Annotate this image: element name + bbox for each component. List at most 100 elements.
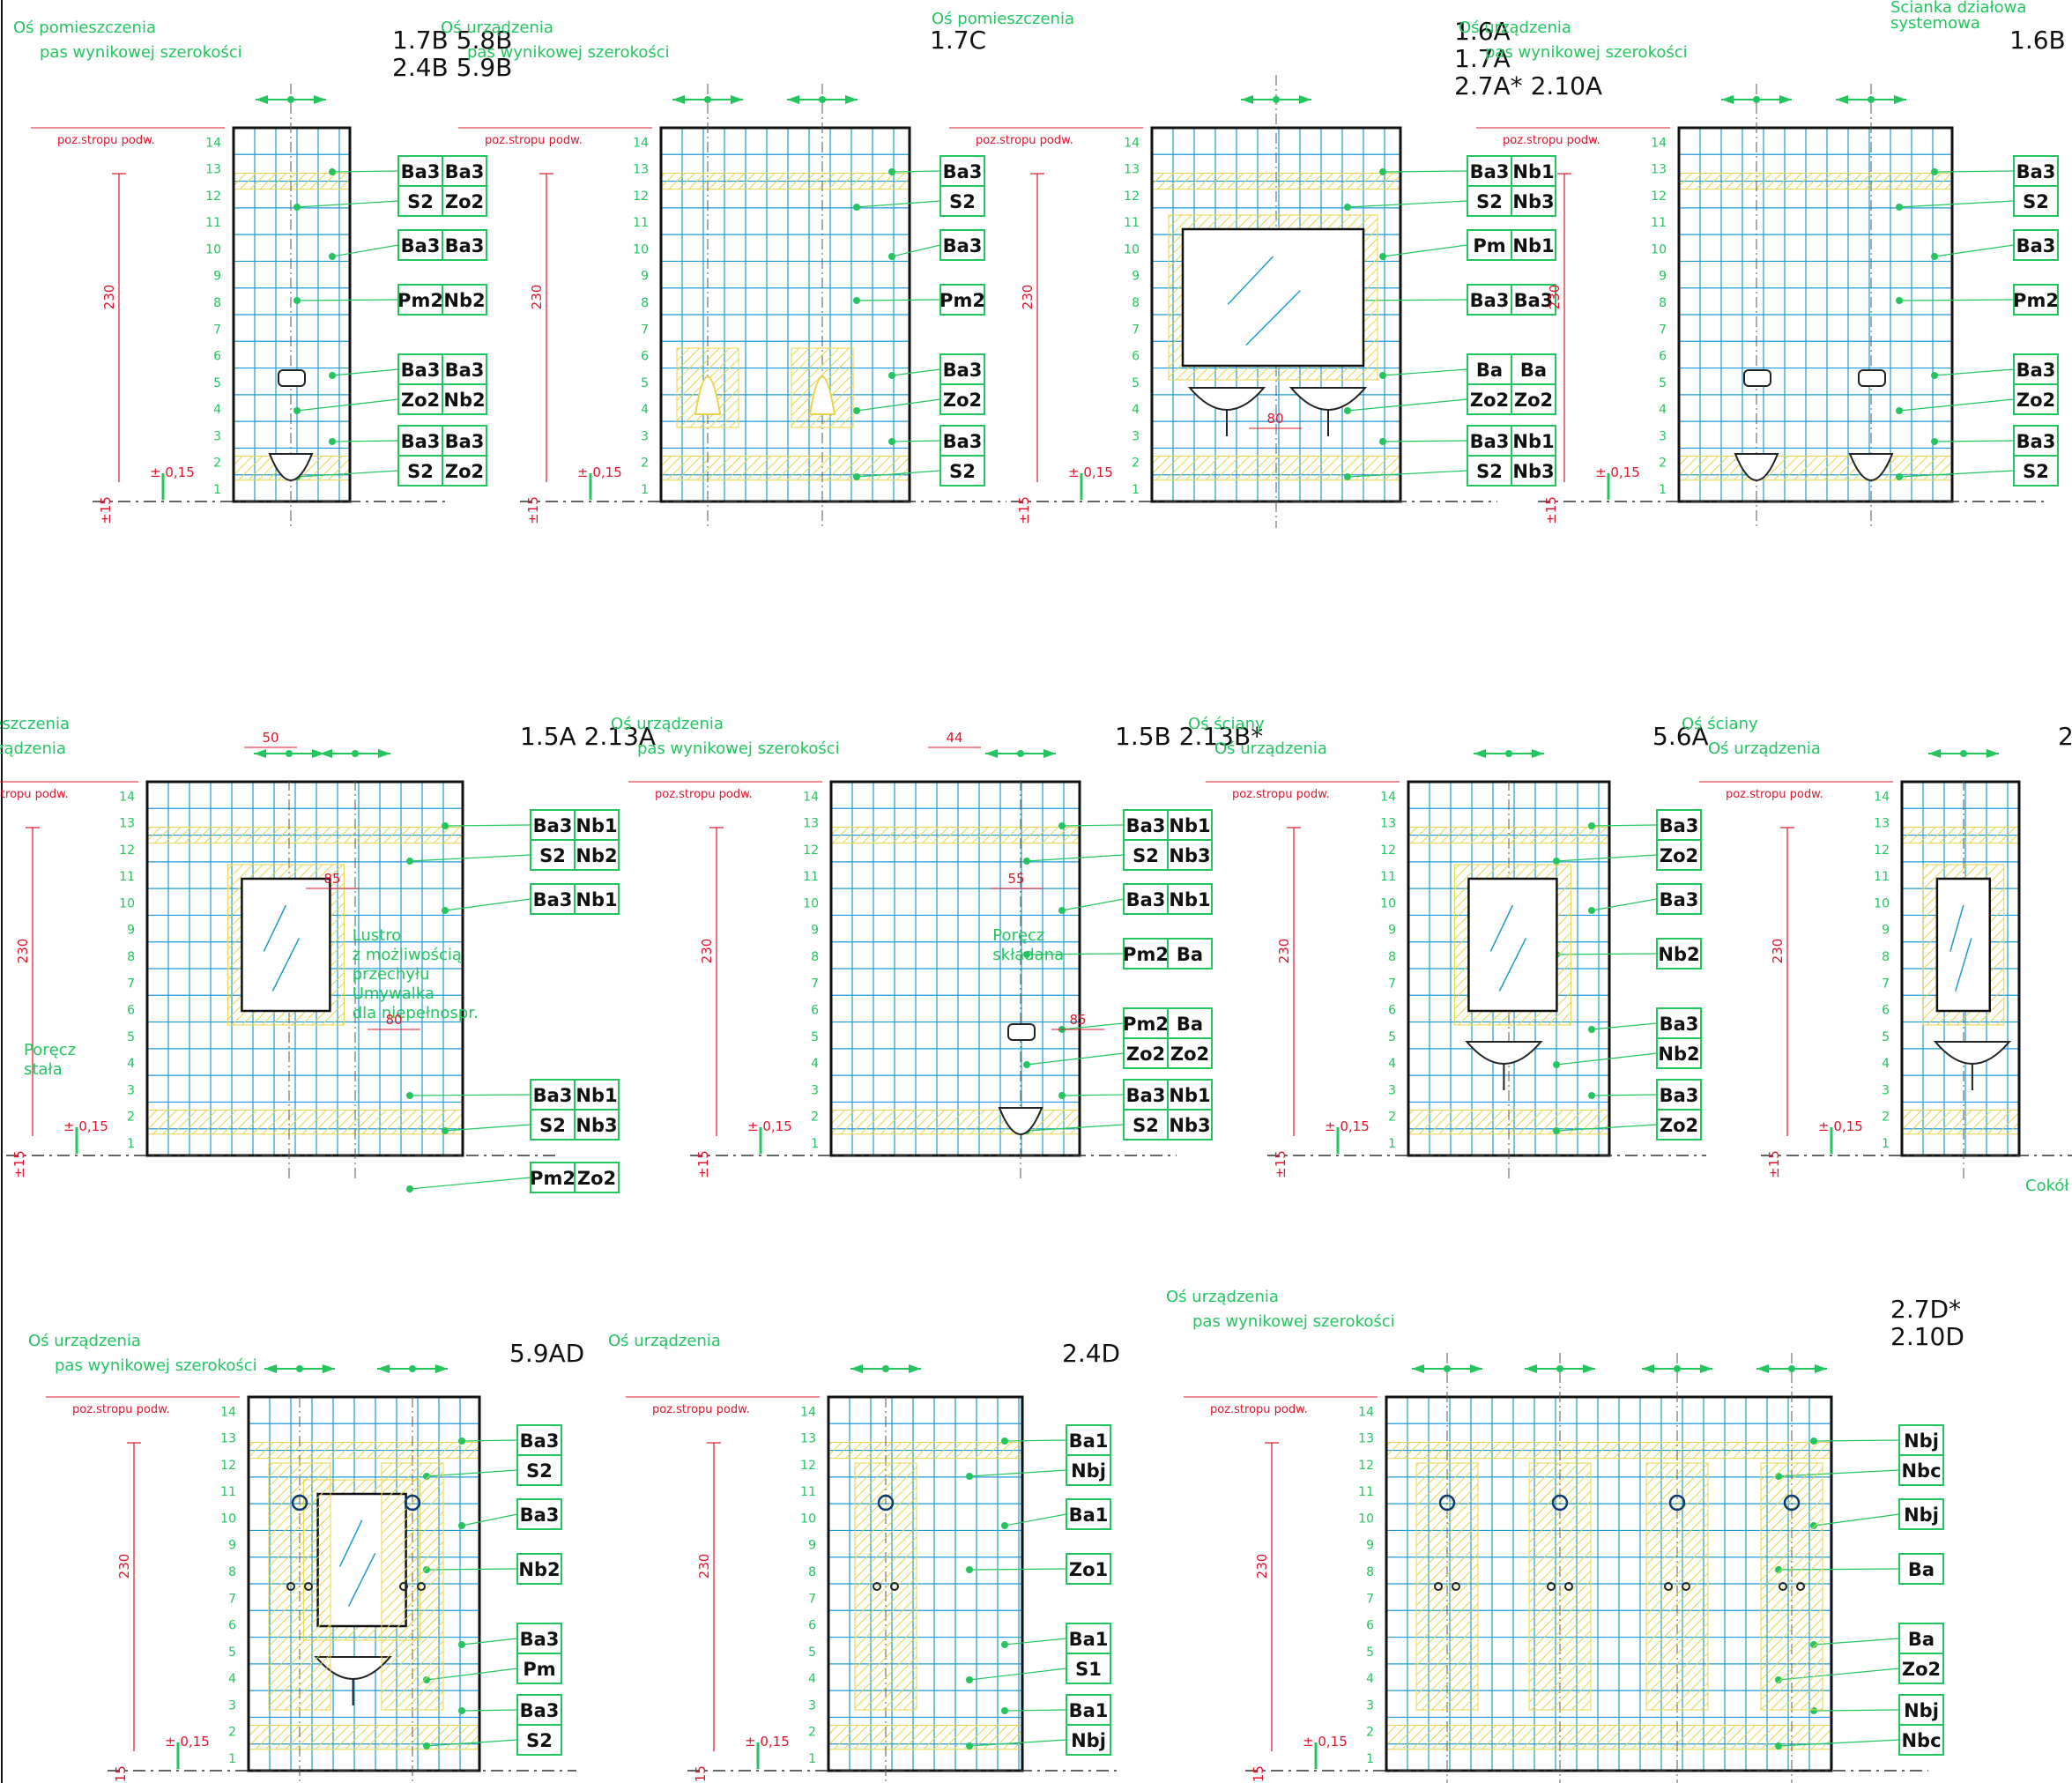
ruler-number: 4 [1388,1057,1396,1071]
arrow-head [1721,95,1734,104]
tag-code: S2 [1476,191,1503,212]
leader-dot [853,407,860,414]
leader-dot [442,822,449,829]
decor-strip-top [830,826,1081,844]
shower-head-icon [291,1494,308,1512]
axis-dot [352,750,359,757]
mirror [1935,877,1991,1013]
ruler-number: 2 [1132,457,1140,471]
leader-dot [1588,1026,1595,1033]
ruler-number: 5 [228,1646,236,1660]
panel-title: 2.4B 5.9B [392,53,512,82]
ruler-number: 6 [228,1619,236,1633]
tag-code: Ba [1177,944,1203,965]
shower-tile-area [268,1462,331,1711]
ruler-number: 14 [220,1405,236,1419]
tag-box [516,1553,562,1585]
leader-dot [888,168,895,175]
tag-box [1066,1553,1111,1585]
leader-dot [1896,297,1903,304]
ruler-number: 10 [1358,1512,1374,1526]
ruler-number: 12 [1874,843,1890,858]
tag-code: Nb1 [576,889,617,910]
leader-line [1934,244,2015,257]
arrow-head [378,749,390,758]
ruler-number: 1 [127,1137,135,1151]
leader-dot [1344,407,1351,414]
ruler-number: 5 [127,1030,135,1044]
panel-title: 2.4D [1062,1339,1120,1368]
tag-code: Ba1 [1069,1700,1109,1721]
green-label: pas wynikowej szerokości [55,1356,257,1375]
ruler-number: 1 [1659,483,1667,497]
axis-dot [704,96,711,103]
leader-line [1934,368,2015,376]
leader-dot [458,1641,465,1648]
mirror-glint [271,938,301,992]
leader-line [1556,953,1658,955]
leader-dot [1379,438,1386,445]
green-label: Cokół [2025,1177,2069,1195]
tag-code: Ba3 [1660,1014,1699,1035]
ruler-number: 1 [1132,483,1140,497]
leader-line [1026,854,1125,862]
leader-line [1556,1124,1658,1132]
tag-box [1656,938,1702,970]
ruler-number: 8 [1366,1565,1374,1579]
tag-code: Ba3 [1470,290,1510,311]
tag-code: Zo2 [577,1168,616,1189]
leader-dot [1058,1092,1066,1099]
tag-code: Ba1 [1069,1430,1109,1452]
ruler-number: 4 [808,1672,816,1686]
tag-code: Ba3 [533,815,573,836]
ruler-number: 14 [800,1405,816,1419]
leader-line [1778,1739,1900,1747]
leader-line [426,1739,518,1747]
ruler-number: 5 [1659,376,1667,390]
ruler-number: 1 [1388,1137,1396,1151]
toilet-icon [1734,453,1779,481]
ruler-number: 7 [228,1592,236,1606]
arrow-head [845,95,858,104]
ruler-number: 5 [811,1030,819,1044]
valve-icon [399,1582,408,1591]
ruler-number: 6 [641,350,649,364]
arrow-head [909,1364,921,1373]
axis-dot [1017,750,1024,757]
tag-code: S2 [2023,191,2049,212]
valve-icon [1452,1582,1460,1591]
leader-line [444,1124,531,1132]
ruler-number: 14 [1358,1405,1374,1419]
shower-head-icon [1438,1494,1456,1512]
ruler-number: 6 [1132,350,1140,364]
dim-value: 85 [323,871,340,887]
leader-dot [329,372,336,379]
ruler-number: 3 [808,1698,816,1712]
leader-dot [1001,1522,1008,1529]
ruler-number: 9 [1882,924,1890,938]
ruler-number: 2 [213,457,221,471]
tag-code: S2 [1133,845,1159,866]
leader-dot [1058,822,1066,829]
tag-code: Zo2 [1660,845,1698,866]
ruler-number: 4 [1882,1057,1890,1071]
arrow-head [787,95,799,104]
leader-dot [853,297,860,304]
valve-icon [1564,1582,1573,1591]
tag-code: Nb1 [1512,431,1554,452]
ruler-number: 13 [205,163,221,177]
ruler-number: 8 [641,296,649,310]
arrow-head [1532,749,1544,758]
leader-line [969,1568,1067,1571]
leader-line [891,440,941,442]
tag-code: S2 [1476,461,1503,482]
tag-code: Ba [1177,1014,1203,1035]
ruler-number: 7 [1132,323,1140,337]
valve-icon [1796,1582,1805,1591]
axis-dot [1868,96,1875,103]
leader-dot [1896,407,1903,414]
ruler-number: 9 [1366,1539,1374,1553]
